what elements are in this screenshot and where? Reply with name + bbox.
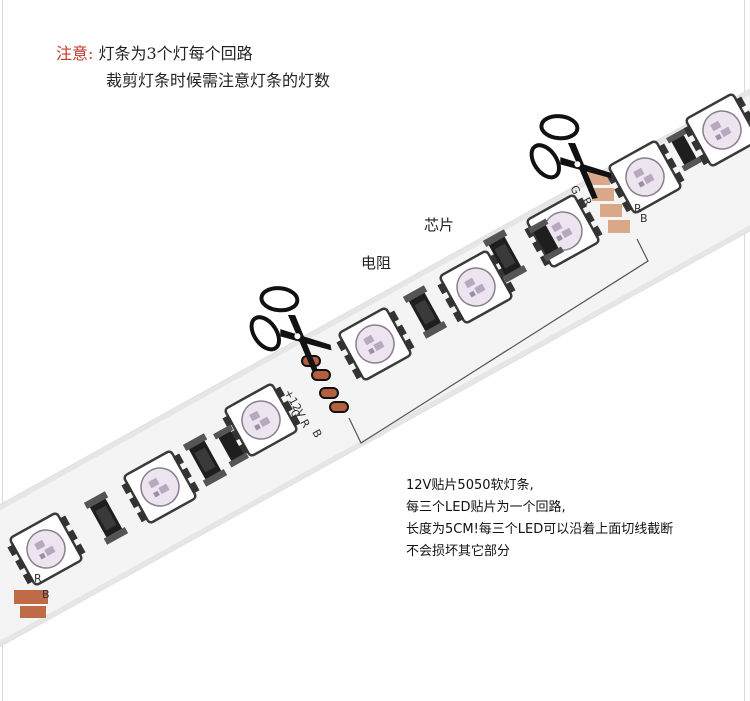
svg-text:R: R <box>34 572 42 585</box>
description-line2: 每三个LED贴片为一个回路, <box>406 500 566 515</box>
left-border <box>2 0 3 701</box>
strip-description: 12V贴片5050软灯条, 每三个LED贴片为一个回路, 长度为5CM!每三个L… <box>406 475 673 563</box>
right-border <box>744 0 745 701</box>
svg-text:B: B <box>640 212 648 225</box>
resistor-label: 电阻 <box>361 254 392 272</box>
chip-label: 芯片 <box>424 216 455 234</box>
note-line2: 裁剪灯条时候需注意灯条的灯数 <box>106 71 331 90</box>
note-line1: 灯条为3个灯每个回路 <box>98 44 253 63</box>
svg-text:R: R <box>634 202 642 215</box>
description-line1: 12V贴片5050软灯条, <box>406 478 534 493</box>
svg-text:B: B <box>42 588 50 601</box>
description-line4: 不会损坏其它部分 <box>406 544 511 559</box>
note-prefix: 注意: <box>56 44 94 63</box>
cut-note: 注意: 灯条为3个灯每个回路 裁剪灯条时候需注意灯条的灯数 <box>56 40 330 90</box>
segment-bracket <box>348 238 649 444</box>
description-line3: 长度为5CM!每三个LED可以沿着上面切线截断 <box>406 522 674 537</box>
